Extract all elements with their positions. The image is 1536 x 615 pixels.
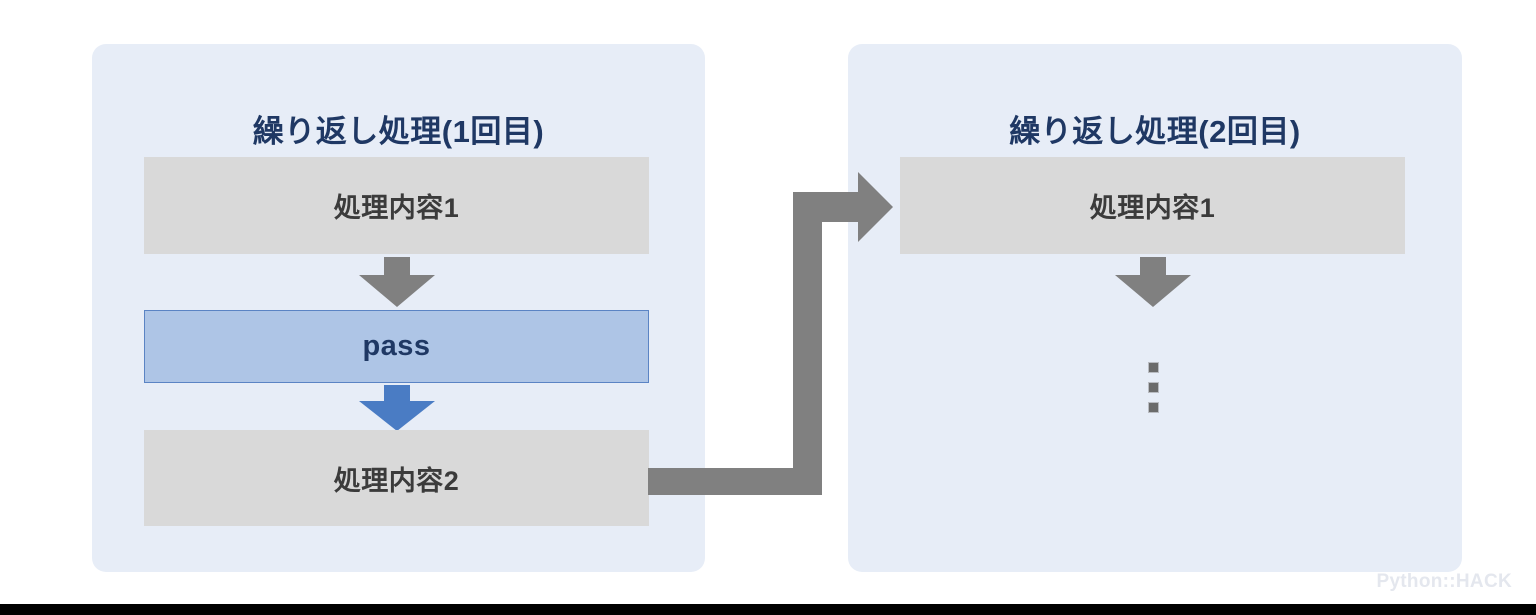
arrow-down-blue-icon: [359, 385, 435, 431]
pass-keyword-box: pass: [144, 310, 649, 383]
arrow-down-gray-icon: [359, 257, 435, 307]
loop-panel-2-title: 繰り返し処理(2回目): [1009, 114, 1301, 149]
watermark-label: Python::HACK: [1376, 571, 1512, 592]
loop-panel-1: 繰り返し処理(1回目) 処理内容1 pass 処理内容2: [92, 44, 705, 572]
process-box-1-2: 処理内容2: [144, 430, 649, 526]
loop-panel-1-title: 繰り返し処理(1回目): [252, 114, 545, 149]
arrow-down-gray-icon: [1115, 257, 1191, 307]
vertical-ellipsis-icon: [1148, 362, 1159, 413]
bottom-black-bar: [0, 604, 1536, 615]
process-box-2-1: 処理内容1: [900, 157, 1405, 254]
process-box-1-1: 処理内容1: [144, 157, 649, 254]
loop-panel-2: 繰り返し処理(2回目) 処理内容1: [848, 44, 1462, 572]
